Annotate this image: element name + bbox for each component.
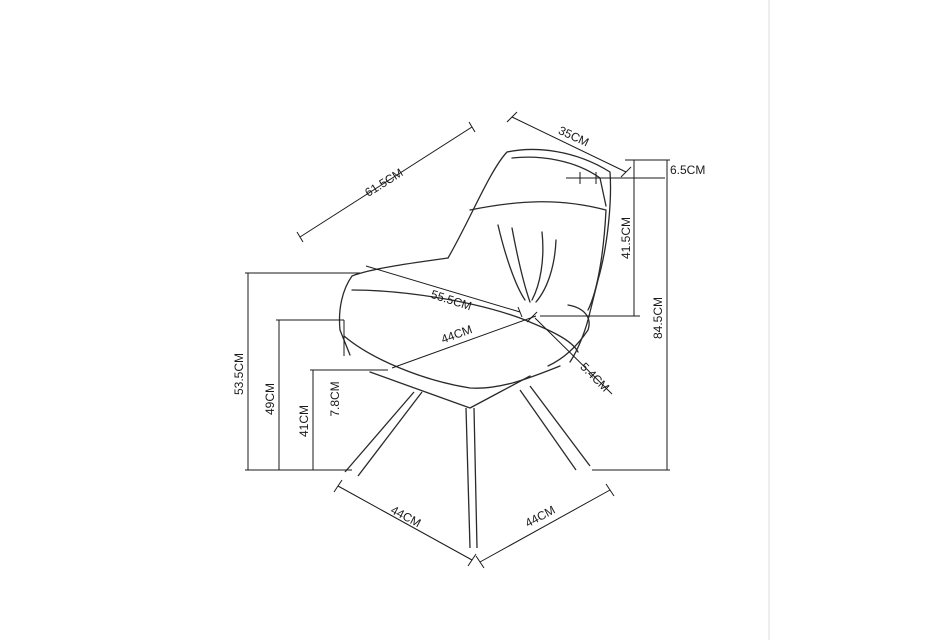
back-seam-2 [511,227,531,303]
leg-left-a [344,391,415,473]
label-base-left: 44CM [388,503,423,530]
seat-front [343,335,561,389]
dim-seat-diagonal-tick [517,306,523,318]
dim-overall-width-tick-b [468,121,476,133]
dim-base-left-tick-b [467,553,477,567]
right-arm [547,304,590,367]
dim-cushion-tick-a [526,311,538,323]
label-base-height: 41CM [297,405,311,437]
dim-overall-width-line [299,126,473,238]
label-base-right: 44CM [523,503,558,530]
dim-base-right-line [479,489,611,563]
dim-back-depth-tick-b [620,166,632,178]
label-seat-height: 49CM [263,383,277,415]
label-backrest-height: 41.5CM [619,217,633,259]
leg-right-b [529,385,591,467]
leg-right-a [519,389,577,471]
leg-center-b [473,407,478,549]
seat-base [369,371,531,409]
dim-base-right-tick-b [605,483,615,497]
leg-center-a [465,407,471,549]
backrest-panel [469,201,607,311]
label-back-depth: 35CM [556,123,591,149]
dim-base-left-line [337,485,473,561]
back-seam-4 [535,239,557,303]
label-seat-width: 44CM [439,322,474,346]
label-back-thickness: 6.5CM [670,163,705,177]
dim-back-depth-line [511,116,627,173]
dim-back-depth-tick-a [506,111,518,123]
chair-drawing [338,148,612,549]
dim-base-right-tick-a [475,555,485,569]
leg-left-b [357,391,423,477]
label-armrest-height: 53.5CM [232,353,246,395]
back-seam-3 [531,231,544,301]
seat-top [351,289,579,353]
dim-overall-width-tick-a [296,231,304,243]
label-total-height: 84.5CM [651,297,665,339]
label-overall-width: 61.5CM [362,166,405,200]
backrest-inner [511,156,607,207]
label-cushion-thickness: 5.4CM [577,360,612,395]
dim-cushion-line [534,317,613,395]
label-arm-to-seat: 7.8CM [328,381,342,416]
dim-seat-diagonal-line [365,265,521,313]
back-seam-1 [497,224,526,301]
backrest-outline [447,148,612,363]
dim-seat-width-line [391,315,537,369]
dimension-lines [245,111,670,569]
dim-base-left-tick-a [333,479,343,493]
left-arm [338,257,449,356]
